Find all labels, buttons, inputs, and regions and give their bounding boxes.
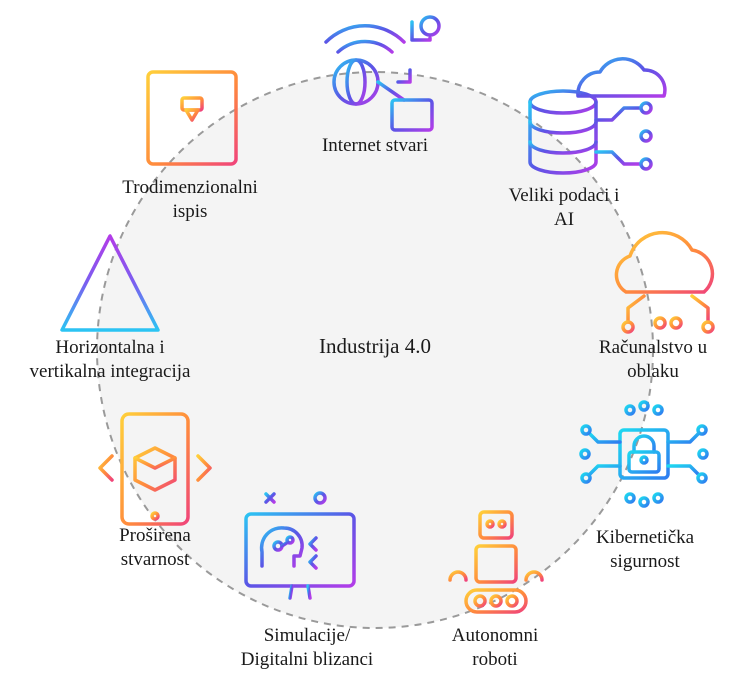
node-label-line: Digitalni blizanci bbox=[240, 649, 374, 670]
node-label-line: stvarnost bbox=[120, 549, 190, 570]
node-label-integracija: Horizontalna i vertikalna integracija bbox=[2, 336, 218, 384]
node-label-line: AI bbox=[553, 209, 575, 230]
node-label-prosirena: Proširena stvarnost bbox=[90, 524, 220, 572]
node-label-line: vertikalna integracija bbox=[29, 361, 191, 382]
node-label-line: ispis bbox=[172, 201, 208, 222]
node-label-line: Kibernetička bbox=[595, 527, 695, 548]
database-cloud-icon bbox=[528, 57, 667, 175]
iot-globe-network-icon bbox=[324, 15, 441, 140]
center-label: Industrija 4.0 bbox=[319, 334, 431, 358]
node-label-line: Autonomni bbox=[451, 625, 539, 646]
node-label-internet-stvari: Internet stvari bbox=[300, 134, 450, 158]
phone-cube-icon bbox=[98, 412, 212, 526]
node-label-line: Veliki podaci i bbox=[508, 185, 620, 206]
3d-printer-icon bbox=[146, 70, 238, 166]
node-label-line: oblaku bbox=[627, 361, 679, 382]
node-label-line: sigurnost bbox=[610, 551, 680, 572]
pyramid-icon bbox=[60, 234, 160, 332]
robot-icon bbox=[448, 510, 544, 614]
monitor-head-icon bbox=[242, 491, 358, 602]
cloud-computing-icon bbox=[614, 230, 715, 334]
node-label-line: Trodimenzionalni bbox=[122, 177, 258, 198]
node-label-line: Simulacije/ bbox=[263, 625, 351, 646]
node-label-line: Proširena bbox=[119, 525, 191, 546]
node-label-line: Horizontalna i bbox=[55, 337, 165, 358]
node-label-racunalstvo: Računalstvo u oblaku bbox=[578, 336, 728, 384]
node-label-veliki-podaci: Veliki podaci i AI bbox=[484, 184, 644, 232]
node-label-line: Računalstvo u bbox=[598, 337, 708, 358]
node-label-line: roboti bbox=[472, 649, 518, 670]
node-label-simulacije: Simulacije/ Digitalni blizanci bbox=[212, 624, 402, 672]
main-circle bbox=[96, 71, 654, 629]
node-label-line: Internet stvari bbox=[321, 135, 429, 156]
node-label-kiberneticka: Kibernetička sigurnost bbox=[570, 526, 720, 574]
node-label-trodimenzionalni: Trodimenzionalni ispis bbox=[100, 176, 280, 224]
padlock-circuit-icon bbox=[579, 400, 709, 508]
node-label-autonomni-roboti: Autonomni roboti bbox=[430, 624, 560, 672]
